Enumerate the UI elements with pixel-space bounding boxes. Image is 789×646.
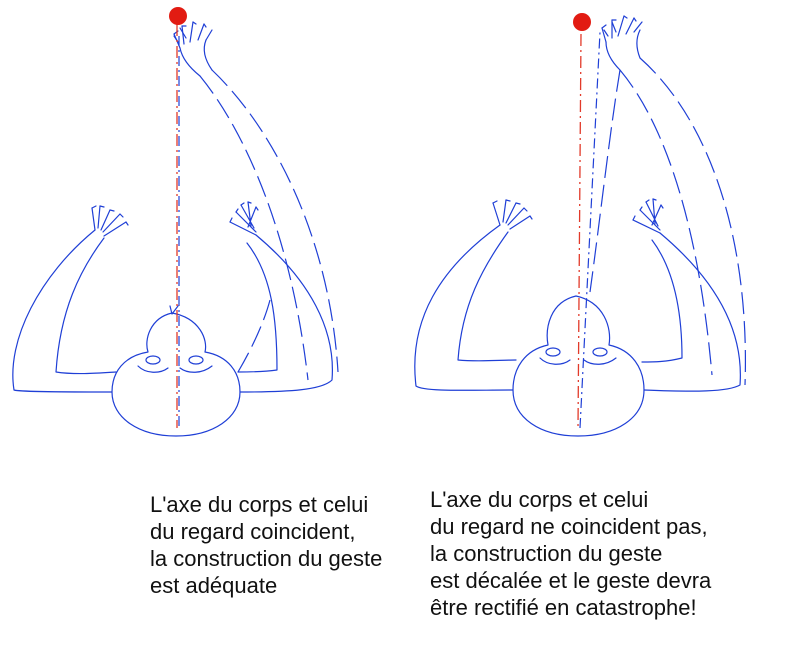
caption-left-line: la construction du geste (150, 545, 382, 572)
caption-left-line: est adéquate (150, 572, 382, 599)
raised-hand-left (174, 22, 212, 76)
panel-right (415, 13, 746, 436)
target-dot-right (573, 13, 591, 31)
caption-left-line: L'axe du corps et celui (150, 491, 382, 518)
caption-left: L'axe du corps et celui du regard coinci… (150, 491, 382, 599)
left-arm-left-panel (13, 206, 128, 392)
body-axis-right (580, 32, 600, 428)
right-arm-left-panel (230, 202, 332, 392)
panel-left (13, 7, 338, 436)
arm-trajectory-right (590, 58, 745, 385)
target-dot-left (169, 7, 187, 25)
head-left (112, 306, 240, 436)
caption-right-line: est décalée et le geste devra (430, 567, 711, 594)
caption-left-line: du regard coincident, (150, 518, 382, 545)
caption-right-line: du regard ne coincident pas, (430, 513, 711, 540)
caption-right-line: L'axe du corps et celui (430, 486, 711, 513)
left-arm-right-panel (415, 200, 532, 390)
caption-right-line: la construction du geste (430, 540, 711, 567)
raised-hand-right (602, 16, 642, 70)
caption-right-line: être rectifié en catastrophe! (430, 594, 711, 621)
arm-trajectory-left (200, 70, 338, 380)
gaze-axis-right (578, 34, 581, 428)
caption-right: L'axe du corps et celui du regard ne coi… (430, 486, 711, 621)
right-arm-right-panel (633, 199, 740, 391)
eyes-left (138, 356, 212, 372)
